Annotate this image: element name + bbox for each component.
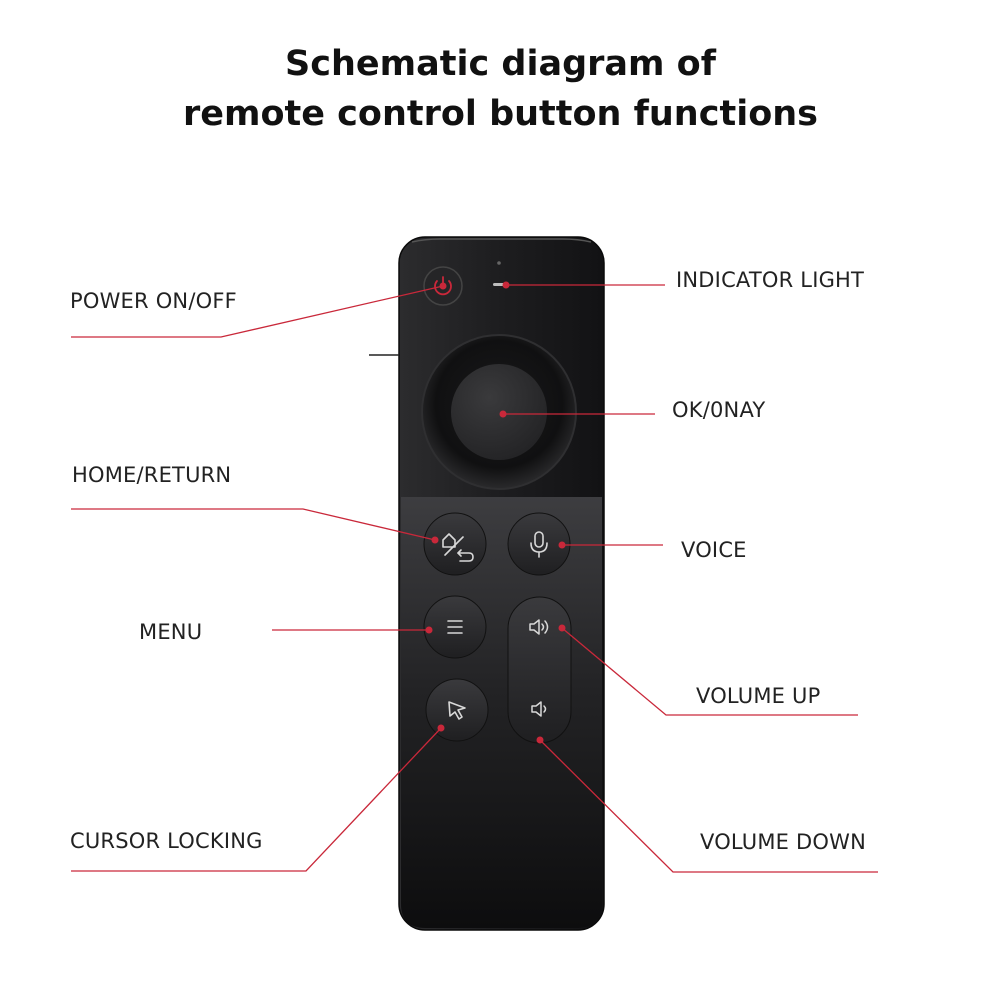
menu-button[interactable]	[423, 595, 487, 659]
label-home-return: HOME/RETURN	[72, 463, 232, 487]
diagram-title-line-2: remote control button functions	[182, 94, 818, 134]
label-cursor-locking: CURSOR LOCKING	[70, 829, 263, 853]
label-indicator-light: INDICATOR LIGHT	[676, 268, 865, 292]
speaker-loud-icon	[529, 619, 549, 635]
label-voice: VOICE	[681, 538, 747, 562]
home-return-icon	[442, 533, 474, 562]
leader-home	[71, 508, 436, 541]
mic-hole	[497, 261, 501, 265]
voice-button[interactable]	[507, 512, 571, 576]
leader-lines	[71, 284, 878, 873]
label-power: POWER ON/OFF	[70, 289, 237, 313]
label-menu: MENU	[139, 620, 203, 644]
label-volume-down: VOLUME DOWN	[700, 830, 866, 854]
leader-cursor	[71, 727, 442, 872]
leader-power	[71, 285, 444, 338]
leader-volume-down	[539, 739, 878, 873]
leader-endpoints	[425, 281, 566, 744]
ok-button[interactable]	[451, 364, 547, 460]
speaker-quiet-icon	[531, 701, 547, 717]
home-return-button[interactable]	[423, 512, 487, 576]
microphone-icon	[530, 531, 548, 558]
leader-volume-up	[561, 627, 858, 716]
label-ok: OK/0NAY	[672, 398, 766, 422]
menu-icon	[447, 620, 463, 634]
cursor-locking-button[interactable]	[425, 678, 489, 742]
cursor-arrow-icon	[448, 701, 466, 720]
volume-rocker[interactable]	[507, 596, 572, 744]
ok-touchpad[interactable]	[421, 334, 577, 490]
label-volume-up: VOLUME UP	[696, 684, 821, 708]
diagram-title-line-1: Schematic diagram of	[285, 44, 716, 84]
